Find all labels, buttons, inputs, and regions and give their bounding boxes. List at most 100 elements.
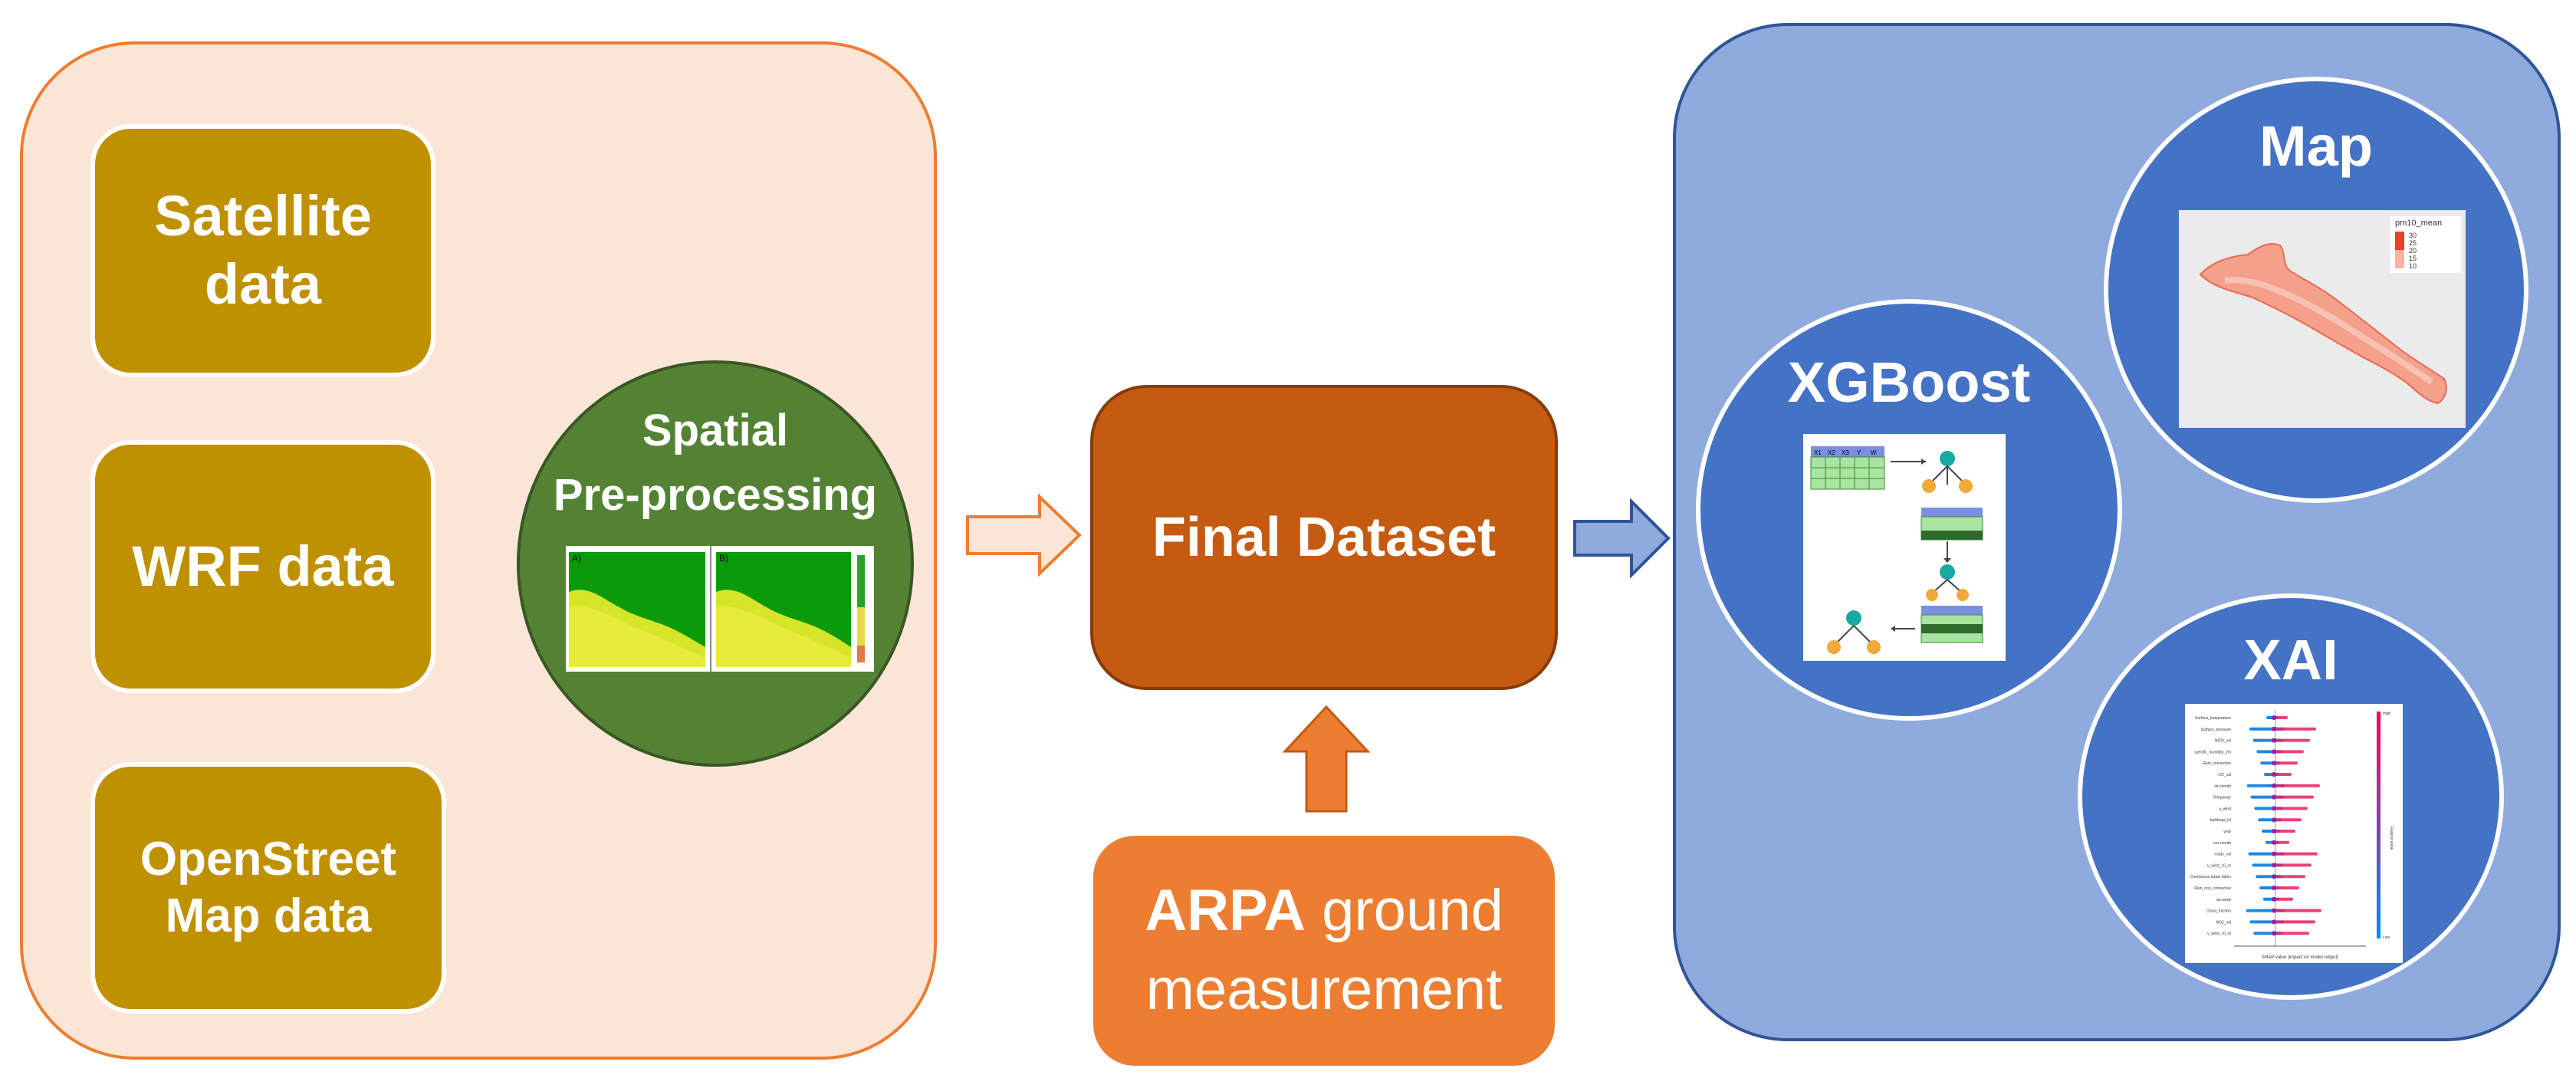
shap-swarm-core (2272, 886, 2276, 890)
shap-swarm-core (2272, 772, 2276, 777)
pm10-map-svg: pm10_mean 30 25 20 15 10 (2179, 210, 2466, 428)
shap-swarm-high (2272, 852, 2318, 856)
shap-feature-label: specific_humidity_2m (2194, 750, 2231, 754)
shap-feature-rows: Surface_temperatureSurface_pressureNDVI_… (2190, 715, 2321, 936)
map-legend-tick-4: 10 (2409, 262, 2417, 270)
shap-feature-label: Surface_temperature (2195, 716, 2231, 721)
panel-b-label: B) (719, 553, 728, 564)
spatial-title-line2: Pre-processing (553, 470, 878, 521)
shap-swarm-core (2272, 863, 2276, 868)
wrf-label: WRF data (132, 534, 394, 598)
shap-colorbar-label: Feature value (2389, 827, 2394, 850)
shap-swarm-core (2272, 931, 2276, 936)
map-legend-tick-3: 15 (2409, 255, 2417, 262)
shap-swarm-core (2272, 806, 2276, 811)
satellite-label-line1: Satellite (154, 184, 372, 248)
shap-swarm-high (2272, 932, 2309, 935)
shap-swarm-high (2272, 716, 2288, 719)
osm-label-line1: OpenStreet (140, 832, 397, 886)
shap-feature-label: buildings_lcl (2210, 818, 2231, 823)
shap-feature-label: Temporary (2213, 796, 2231, 800)
shap-swarm-high (2272, 830, 2295, 833)
shap-swarm-core (2272, 794, 2276, 800)
shap-swarm-core (2272, 908, 2276, 913)
arpa-ground-measurement-box: ARPA ground measurement (1089, 831, 1559, 1070)
raster-maps-thumbnail: A) B) (566, 546, 874, 672)
xgboost-diagram-image: X1 X2 X3 Y W (1803, 434, 2006, 661)
shap-swarm-high (2272, 727, 2316, 731)
shap-swarm-high (2272, 738, 2310, 742)
shap-swarm-high (2272, 818, 2302, 822)
shap-swarm-core (2272, 817, 2276, 823)
xgb-header-x3: X3 (1842, 449, 1849, 456)
shap-swarm-core (2272, 749, 2276, 754)
shap-swarm-high (2272, 784, 2320, 787)
shap-swarm-high (2272, 909, 2321, 912)
xgb-header-x2: X2 (1828, 449, 1835, 456)
arpa-label-line2: measurement (1145, 957, 1503, 1022)
shap-feature-label: u_wind (2219, 807, 2231, 811)
osm-label-line2: Map data (165, 889, 372, 942)
shap-swarm-core (2272, 829, 2276, 833)
shap-swarm-high (2272, 863, 2312, 867)
xai-title: XAI (2243, 628, 2338, 692)
shap-swarm-high (2272, 840, 2289, 844)
raster-maps-image: A) B) (569, 546, 865, 672)
xgb-header-y: Y (1857, 449, 1861, 456)
shap-feature-label: Rain_convective (2203, 761, 2231, 766)
arpa-label-ground: ground (1322, 878, 1503, 944)
map-legend-title: pm10_mean (2395, 219, 2442, 228)
arpa-bold-label: ARPA (1145, 878, 1306, 944)
shap-swarm-high (2272, 750, 2304, 754)
shap-feature-label: Continuous urban fabric (2190, 875, 2232, 879)
xgboost-diagram-svg: X1 X2 X3 Y W (1810, 446, 1983, 654)
map-legend-tick-0: 30 (2409, 232, 2417, 239)
shap-swarm-core (2272, 874, 2276, 879)
wrf-data-box: WRF data (90, 440, 435, 693)
spatial-preprocessing-title: Spatial Pre-processing (537, 399, 894, 528)
shap-feature-label: sin.month (2214, 784, 2231, 789)
shap-swarm-high (2272, 875, 2305, 879)
final-dataset-label: Final Dataset (1152, 507, 1497, 568)
map-legend-tick-2: 20 (2409, 247, 2417, 255)
shap-swarm-core (2272, 919, 2276, 925)
spatial-title-line1: Spatial (642, 406, 789, 455)
shap-swarm-high (2272, 795, 2314, 799)
map-title: Map (2259, 114, 2373, 178)
shap-swarm-core (2272, 715, 2276, 720)
shap-swarm-high (2272, 920, 2315, 924)
satellite-label-line2: data (204, 252, 322, 316)
shap-swarm-high (2272, 807, 2308, 810)
xgboost-title: XGBoost (1787, 350, 2031, 414)
shap-swarm-core (2272, 761, 2276, 766)
shap-swarm-high (2272, 761, 2298, 765)
shap-swarm-high (2272, 886, 2299, 889)
final-dataset-box: Final Dataset (1090, 385, 1558, 690)
shap-feature-label: NO2_val (2216, 920, 2231, 925)
arrow-arpa-up (1282, 705, 1371, 813)
shap-swarm-core (2272, 738, 2276, 743)
shap-colorbar-low: Low (2383, 935, 2390, 940)
shap-swarm-core (2272, 783, 2276, 788)
shap-feature-label: Cloud_fraction (2206, 909, 2231, 914)
shap-feature-label: ws.week (2216, 898, 2232, 902)
shap-feature-label: CO_val (2218, 773, 2231, 777)
shap-colorbar-high: High (2383, 712, 2391, 716)
shap-summary-plot-svg: SHAP value (impact on model output) High… (2185, 704, 2403, 963)
shap-swarm-high (2272, 897, 2293, 901)
shap-swarm-high (2272, 773, 2292, 776)
shap-feature-label: year (2223, 830, 2231, 834)
shap-swarm-core (2272, 896, 2276, 902)
shap-feature-label: v_wind_10_m (2207, 932, 2231, 936)
shap-xaxis-label: SHAP value (impact on model output) (2262, 955, 2338, 960)
panel-a-label: A) (572, 553, 581, 564)
xgb-header-w: W (1871, 449, 1877, 456)
shap-feature-label: NDVI_val (2215, 739, 2231, 744)
shap-swarm-core (2272, 840, 2276, 845)
arrow-to-models (1573, 498, 1671, 578)
shap-swarm-core (2272, 851, 2276, 856)
pm10-map-image: pm10_mean 30 25 20 15 10 (2179, 210, 2466, 428)
shap-feature-label: Surface_pressure (2201, 728, 2232, 732)
